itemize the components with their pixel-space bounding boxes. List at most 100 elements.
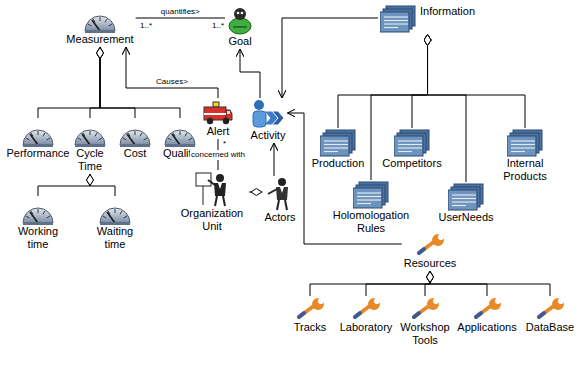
document-line [384,16,408,17]
gauge-needle [82,134,90,145]
person-head [216,174,224,182]
wrench-icon [295,297,325,321]
node-label: Production [312,157,365,170]
connector [100,47,135,118]
gauge-dial [75,130,105,145]
connector [338,34,428,128]
gauge-base [100,222,130,225]
gauge-tick [99,17,100,21]
document-line [511,151,525,152]
gauge-tick [124,216,127,218]
van-window [227,111,230,114]
board-stand [203,186,204,205]
document-sheet [448,190,477,210]
van-wheel [207,118,213,124]
icon-node: Alert [201,98,235,139]
connector [425,271,430,296]
document-line [452,201,476,202]
wrench-shaft [414,305,430,317]
document-line [384,27,398,28]
node-label: Activity [251,129,286,142]
document-line [398,140,422,141]
person-arm [208,180,215,185]
gauge-icon [21,197,55,225]
connector [366,271,430,296]
gauge-dial [120,130,150,145]
document-line [324,147,348,148]
doc-icon [507,129,543,157]
edge-label: Causes> [155,77,189,87]
document-line [511,140,535,141]
gauge-needle [30,212,38,223]
connector [428,34,525,128]
gauge-base [23,222,53,225]
node-label: Internal Products [495,157,555,183]
gauge-dial [85,16,115,31]
activity-icon [251,99,285,129]
connector [90,174,115,196]
connector [282,18,378,98]
gauge-tick [47,216,50,218]
alert-icon [203,99,233,125]
connector [126,47,218,98]
document-line [384,20,408,21]
wrench-shaft [355,305,371,317]
gauge-dial [23,130,53,145]
goal-eye [241,12,244,15]
gauge-tick [135,131,136,135]
gauge-tick [99,138,102,140]
wrench-grip [299,313,304,317]
wrench-jaw [374,298,380,304]
person-body [276,187,288,200]
document-line [324,144,348,145]
icon-node: Laboratory [338,296,395,335]
multiplicity: * [222,139,227,149]
wrench-jaw [495,298,501,304]
doc-icon [448,183,484,211]
gauge-base [75,144,105,147]
gauge-needle [107,212,115,223]
document-sheet [507,136,536,156]
node-label: Applications [457,321,516,334]
icon-node: Waiting time [88,196,142,252]
gauge-tick [38,209,39,213]
document-line [357,199,381,200]
node-label: Cycle Time [70,147,110,173]
person-arm [268,189,277,194]
gauge-tick [120,211,122,214]
wrench-jaw [558,298,564,304]
icon-node: Tracks [292,296,329,335]
icon-node: Activity [249,98,288,143]
icon-node: Actors [262,176,297,225]
gauge-base [85,30,115,33]
gauge-tick [185,133,187,136]
activity-body [253,111,266,127]
gauge-tick [103,216,106,218]
wrench-icon [415,233,445,257]
person-shirt [280,187,284,193]
document-line [452,205,466,206]
node-label: Resources [404,257,457,270]
wrench-icon [351,297,381,321]
gauge-icon [83,5,117,33]
icon-node: DataBase [524,296,576,335]
node-label: Alert [207,125,230,138]
gauge-needle [30,134,38,145]
connector [90,47,100,118]
gauge-icon [98,197,132,225]
document-sheet [320,136,349,156]
goal-head [234,8,246,20]
node-label: Information [420,5,475,18]
goal-eye [237,12,240,15]
gauge-needle [172,134,180,145]
gauge-tick [140,133,142,136]
gauge-tick [123,138,126,140]
gauge-tick [109,24,112,26]
wrench-jaw [438,234,444,240]
node-label: Working time [13,225,63,251]
icon-node: Competitors [380,128,443,171]
gauge-icon [73,119,107,147]
node-label: Actors [264,211,295,224]
person-leg [285,200,287,210]
